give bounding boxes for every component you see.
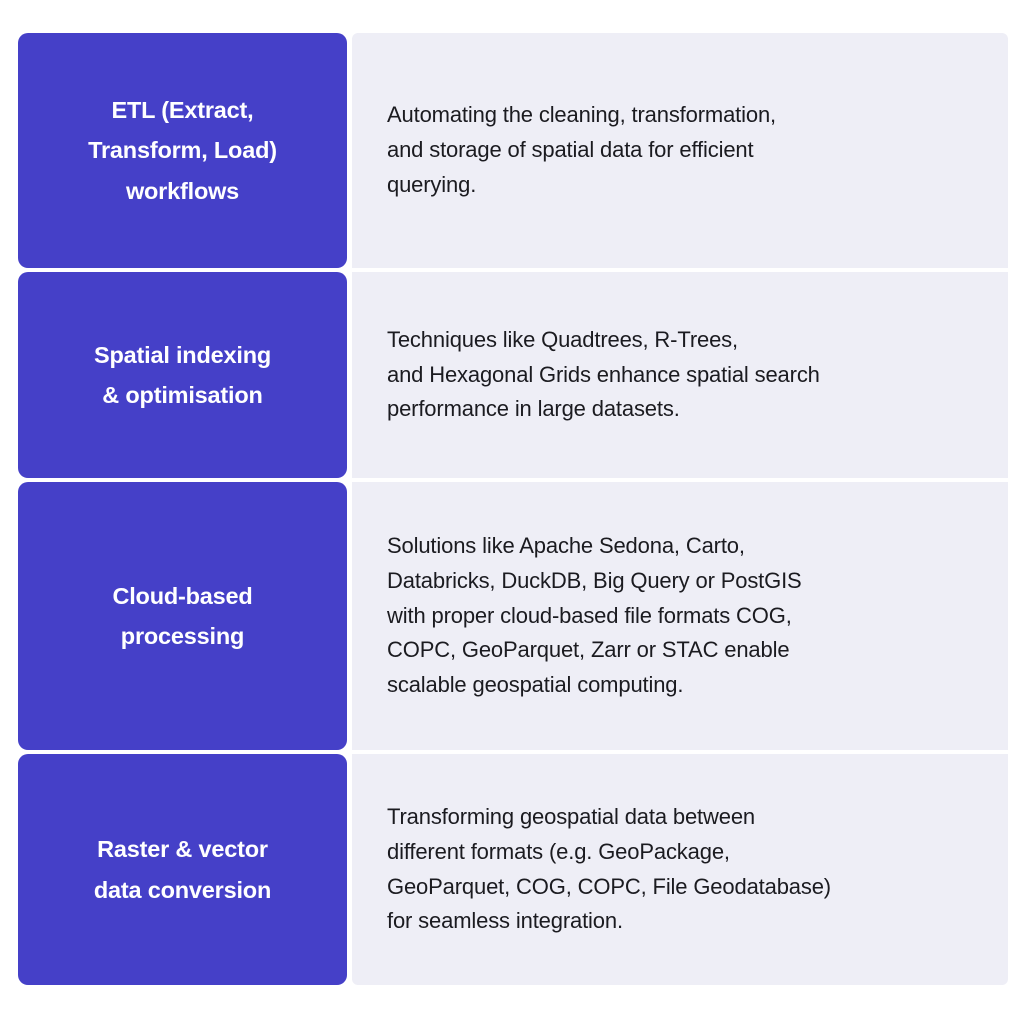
row-label-cell-4: Raster & vector data conversion [18, 754, 347, 985]
row-label-text: Spatial indexing & optimisation [94, 341, 271, 408]
row-label-text: Cloud-based processing [112, 582, 253, 649]
table-row: Spatial indexing & optimisation Techniqu… [18, 272, 1008, 478]
row-description-text: Solutions like Apache Sedona, Carto, Dat… [387, 533, 802, 698]
row-separator [18, 478, 1008, 482]
row-separator [18, 750, 1008, 754]
row-description-cell-2: Techniques like Quadtrees, R-Trees, and … [352, 272, 1008, 478]
row-description-cell-3: Solutions like Apache Sedona, Carto, Dat… [352, 482, 1008, 750]
row-description-text: Techniques like Quadtrees, R-Trees, and … [387, 326, 820, 422]
table-row: Cloud-based processing Solutions like Ap… [18, 482, 1008, 750]
row-separator [18, 268, 1008, 272]
row-label-cell-3: Cloud-based processing [18, 482, 347, 750]
row-description-text: Transforming geospatial data between dif… [387, 804, 831, 934]
table-row: ETL (Extract, Transform, Load) workflows… [18, 33, 1008, 268]
row-label-cell-1: ETL (Extract, Transform, Load) workflows [18, 33, 347, 268]
comparison-table: ETL (Extract, Transform, Load) workflows… [18, 33, 1008, 985]
row-description-text: Automating the cleaning, transformation,… [387, 102, 777, 197]
row-description-cell-1: Automating the cleaning, transformation,… [352, 33, 1008, 268]
row-label-cell-2: Spatial indexing & optimisation [18, 272, 347, 478]
row-description-cell-4: Transforming geospatial data between dif… [352, 754, 1008, 985]
row-label-text: ETL (Extract, Transform, Load) workflows [88, 96, 277, 204]
table-row: Raster & vector data conversion Transfor… [18, 754, 1008, 985]
row-label-text: Raster & vector data conversion [93, 836, 272, 903]
